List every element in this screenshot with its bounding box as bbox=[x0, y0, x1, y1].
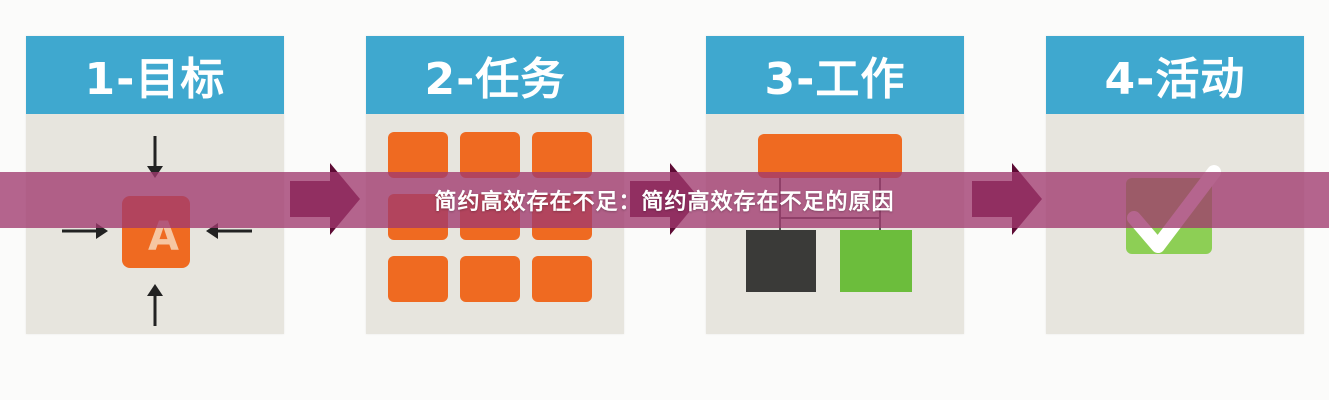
step-title: 1-目标 bbox=[84, 54, 226, 105]
step-title: 2-任务 bbox=[424, 54, 566, 105]
grid-cell bbox=[388, 132, 448, 178]
task-grid-icon bbox=[388, 132, 602, 332]
grid-cell bbox=[532, 132, 592, 178]
step-header: 2-任务 bbox=[366, 36, 624, 114]
work-tree-icon bbox=[746, 134, 912, 292]
grid-cell bbox=[460, 256, 520, 302]
banner-title: 简约高效存在不足：简约高效存在不足的原因 bbox=[434, 190, 895, 215]
step-header: 1-目标 bbox=[26, 36, 284, 114]
grid-cell bbox=[388, 256, 448, 302]
step-header: 4-活动 bbox=[1046, 36, 1304, 114]
grid-cell bbox=[460, 132, 520, 178]
overlay-banner: 简约高效存在不足：简约高效存在不足的原因 bbox=[0, 172, 1329, 228]
step-header: 3-工作 bbox=[706, 36, 964, 114]
step-title: 3-工作 bbox=[764, 54, 906, 105]
grid-cell bbox=[532, 256, 592, 302]
step-title: 4-活动 bbox=[1104, 54, 1246, 105]
